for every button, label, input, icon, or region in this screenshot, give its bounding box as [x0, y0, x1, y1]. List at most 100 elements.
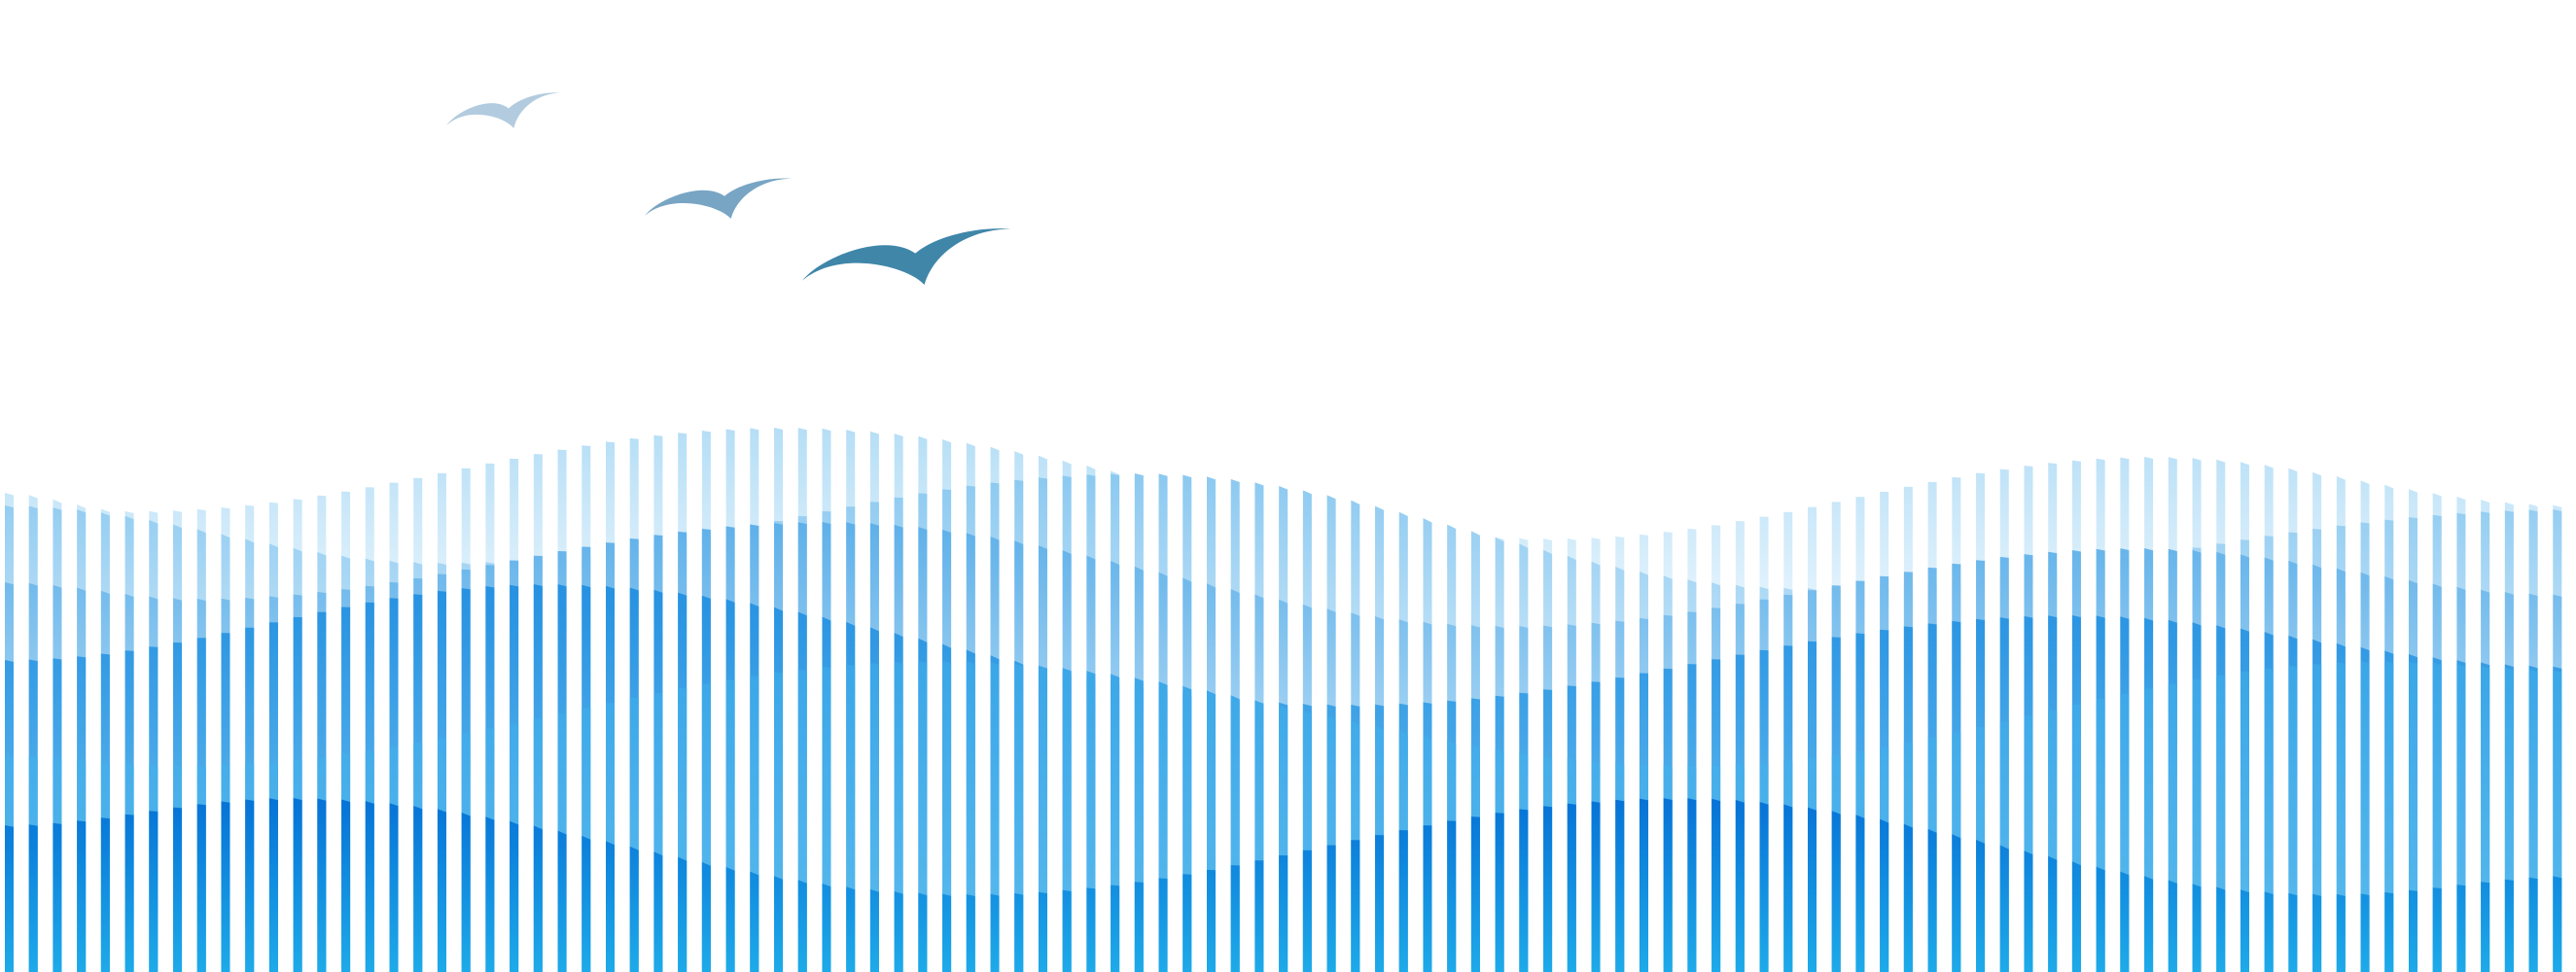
wave-layer-6 [5, 798, 2562, 972]
wave-bar [2288, 892, 2298, 972]
wave-bar [1254, 860, 1264, 972]
wave-bar [149, 811, 159, 972]
wave-bar [485, 816, 495, 972]
wave-bar [557, 830, 567, 972]
wave-bar [2168, 880, 2177, 972]
wave-bar [413, 806, 423, 972]
wave-bar [461, 813, 471, 972]
wave-bar [1687, 798, 1697, 972]
wave-bar [1639, 798, 1648, 972]
wave-bar [2144, 876, 2154, 972]
wave-bar [2528, 877, 2538, 972]
wave-bar [2432, 887, 2442, 972]
wave-bar [1999, 845, 2009, 972]
wave-bar [1615, 799, 1625, 972]
wave-bar [1519, 809, 1529, 972]
wave-bar [341, 799, 351, 972]
wave-bar [1711, 798, 1721, 972]
wave-bar [942, 893, 952, 972]
wave-bar [653, 851, 663, 972]
wave-bar [365, 801, 374, 972]
wave-bar [1207, 869, 1216, 972]
wave-bar [2312, 893, 2322, 972]
wave-bar [28, 824, 38, 972]
wave-bar [1279, 855, 1288, 972]
wave-bar [822, 884, 831, 972]
wave-bar [1086, 887, 1096, 972]
wave-bar [894, 891, 903, 972]
wave-bar [990, 893, 1000, 972]
wave-bar [1783, 804, 1793, 972]
wave-bar [510, 820, 519, 972]
wave-bar [2336, 662, 2346, 972]
wave-bar [1230, 865, 1240, 972]
wave-bar [1158, 878, 1168, 972]
wave-bar [1976, 839, 1986, 972]
wave-bar [2384, 891, 2394, 972]
wave-bar [1903, 823, 1913, 972]
wave-bar [606, 841, 615, 972]
wave-bar [2071, 861, 2081, 972]
wave-bar [2120, 871, 2130, 972]
seagull-icon [802, 228, 1010, 285]
wave-bar [1423, 825, 1432, 972]
wave-bar [1543, 806, 1553, 972]
wave-bar [1351, 840, 1360, 972]
wave-bar [1952, 834, 1961, 972]
wave-bar [389, 803, 399, 972]
wave-bar [1735, 800, 1745, 972]
wave-bar [797, 880, 807, 972]
wave-bar [5, 825, 14, 972]
wave-bar [1447, 820, 1457, 972]
wave-bar [1182, 874, 1192, 972]
wave-bar [1831, 811, 1841, 972]
wave-bar [1470, 816, 1480, 972]
wave-bar [317, 798, 327, 972]
wave-bar [701, 861, 711, 972]
wave-bar [437, 809, 446, 972]
wave-bar [2096, 866, 2105, 972]
wave-bar [1062, 889, 1072, 972]
wave-bar [869, 888, 879, 972]
wave-bar [1134, 882, 1144, 972]
wave-bar [1375, 835, 1385, 972]
wave-bar [1302, 850, 1312, 972]
wave-bar [1927, 828, 1937, 972]
wave-bar [293, 798, 302, 972]
wave-bar [1759, 802, 1769, 972]
wave-bar [2481, 882, 2490, 972]
wave-bar [268, 798, 278, 972]
wave-bar [966, 894, 975, 972]
wave-bar [100, 817, 110, 972]
wave-bar [918, 892, 928, 972]
wave-bar [942, 661, 952, 972]
wave-bar [1663, 798, 1673, 972]
wave-bar [124, 814, 134, 972]
seagull-icon [645, 178, 792, 219]
wave-bar [774, 876, 784, 972]
wave-bars [5, 428, 2562, 972]
wave-bar [2024, 850, 2033, 972]
seagull-icon [446, 92, 561, 128]
wave-bar [2553, 876, 2562, 972]
wave-bar [1014, 893, 1024, 972]
wave-bar [2336, 894, 2346, 972]
wave-bar [725, 867, 735, 972]
wave-bar [1326, 845, 1336, 972]
wave-bar [629, 846, 639, 972]
wave-bar [1038, 891, 1047, 972]
wave-bar [196, 804, 206, 972]
wave-bar [1398, 830, 1408, 972]
wave-bar [1495, 813, 1504, 972]
wave-bar [1567, 803, 1576, 972]
wave-bar [77, 820, 87, 972]
wave-bar [1591, 801, 1601, 972]
wave-bar [966, 661, 975, 972]
wave-bar [678, 856, 688, 972]
wave-bar [2216, 886, 2226, 972]
wave-bar [1111, 885, 1120, 972]
wave-bar [533, 825, 543, 972]
wave-bar [2264, 891, 2274, 972]
wave-bar [53, 822, 62, 972]
